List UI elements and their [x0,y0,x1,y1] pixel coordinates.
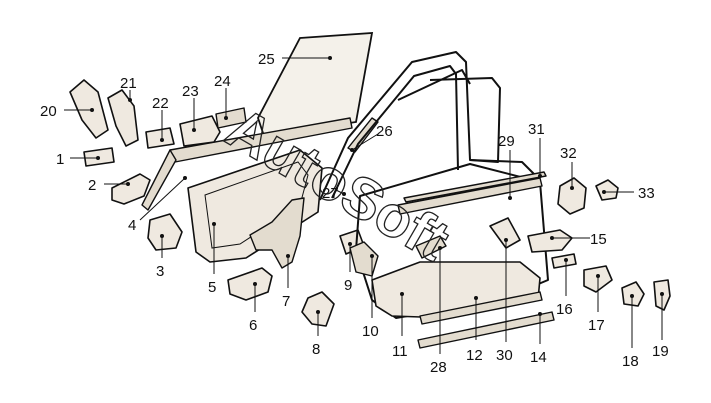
callout-7: 7 [282,293,290,310]
callout-labels: 1 2 3 4 5 6 7 8 9 10 11 12 14 15 16 17 1… [40,51,669,376]
part-3-hinge [147,213,183,251]
callout-1: 1 [56,151,64,168]
part-33-lock-cylinder [595,179,619,201]
part-28-arm-rest [415,235,447,259]
part-6-door-lock [227,267,273,301]
door-shell-window-frame [429,77,501,163]
callout-8: 8 [312,341,320,358]
part-14-sill-moulding [417,311,555,349]
callout-31: 31 [528,121,545,138]
callout-16: 16 [556,301,573,318]
callout-32: 32 [560,145,577,162]
part-30-door-pull [489,217,521,249]
part-20-check-strap [69,79,109,139]
part-2-hinge-upper [111,173,151,205]
callout-5: 5 [208,279,216,296]
part-22-bracket [145,127,175,149]
callout-11: 11 [392,343,408,360]
part-10-lower-panel [349,241,379,277]
part-8-latch [301,291,335,327]
part-32-outer-handle [557,177,587,215]
callout-25: 25 [258,51,275,68]
part-18-hinge-piece [621,281,645,307]
callout-10: 10 [362,323,379,340]
part-7-window-regulator [249,197,305,269]
callout-24: 24 [214,73,231,90]
door-frame-inner [331,65,459,199]
part-12-lower-strip [419,291,543,325]
door-frame-sash [397,69,471,101]
door-frame-outer [319,51,537,201]
callout-26: 26 [376,123,393,140]
callout-15: 15 [590,231,607,248]
leader-dots [90,56,664,316]
callout-27: 27 [322,185,339,202]
callout-14: 14 [530,349,547,366]
callout-6: 6 [249,317,257,334]
part-21-hinge-holder [107,89,139,147]
callout-29: 29 [498,133,515,150]
part-23-upper-hinge [179,115,221,147]
callout-9: 9 [344,277,352,294]
callout-28: 28 [430,359,447,376]
part-15-handle-bracket [527,229,573,253]
callout-18: 18 [622,353,639,370]
part-4-trim-arm [141,149,177,211]
callout-20: 20 [40,103,57,120]
callout-21: 21 [120,75,137,92]
callout-23: 23 [182,83,199,100]
part-29-belt-moulding [397,177,543,215]
callout-2: 2 [88,177,96,194]
callout-17: 17 [588,317,605,334]
callout-30: 30 [496,347,513,364]
part-16-small-clip [551,253,577,269]
callout-19: 19 [652,343,669,360]
callout-3: 3 [156,263,164,280]
callout-22: 22 [152,95,169,112]
callout-4: 4 [128,217,136,234]
callout-12: 12 [466,347,483,364]
callout-33: 33 [638,185,655,202]
leader-lines [64,57,663,354]
part-24-clip [215,107,247,129]
